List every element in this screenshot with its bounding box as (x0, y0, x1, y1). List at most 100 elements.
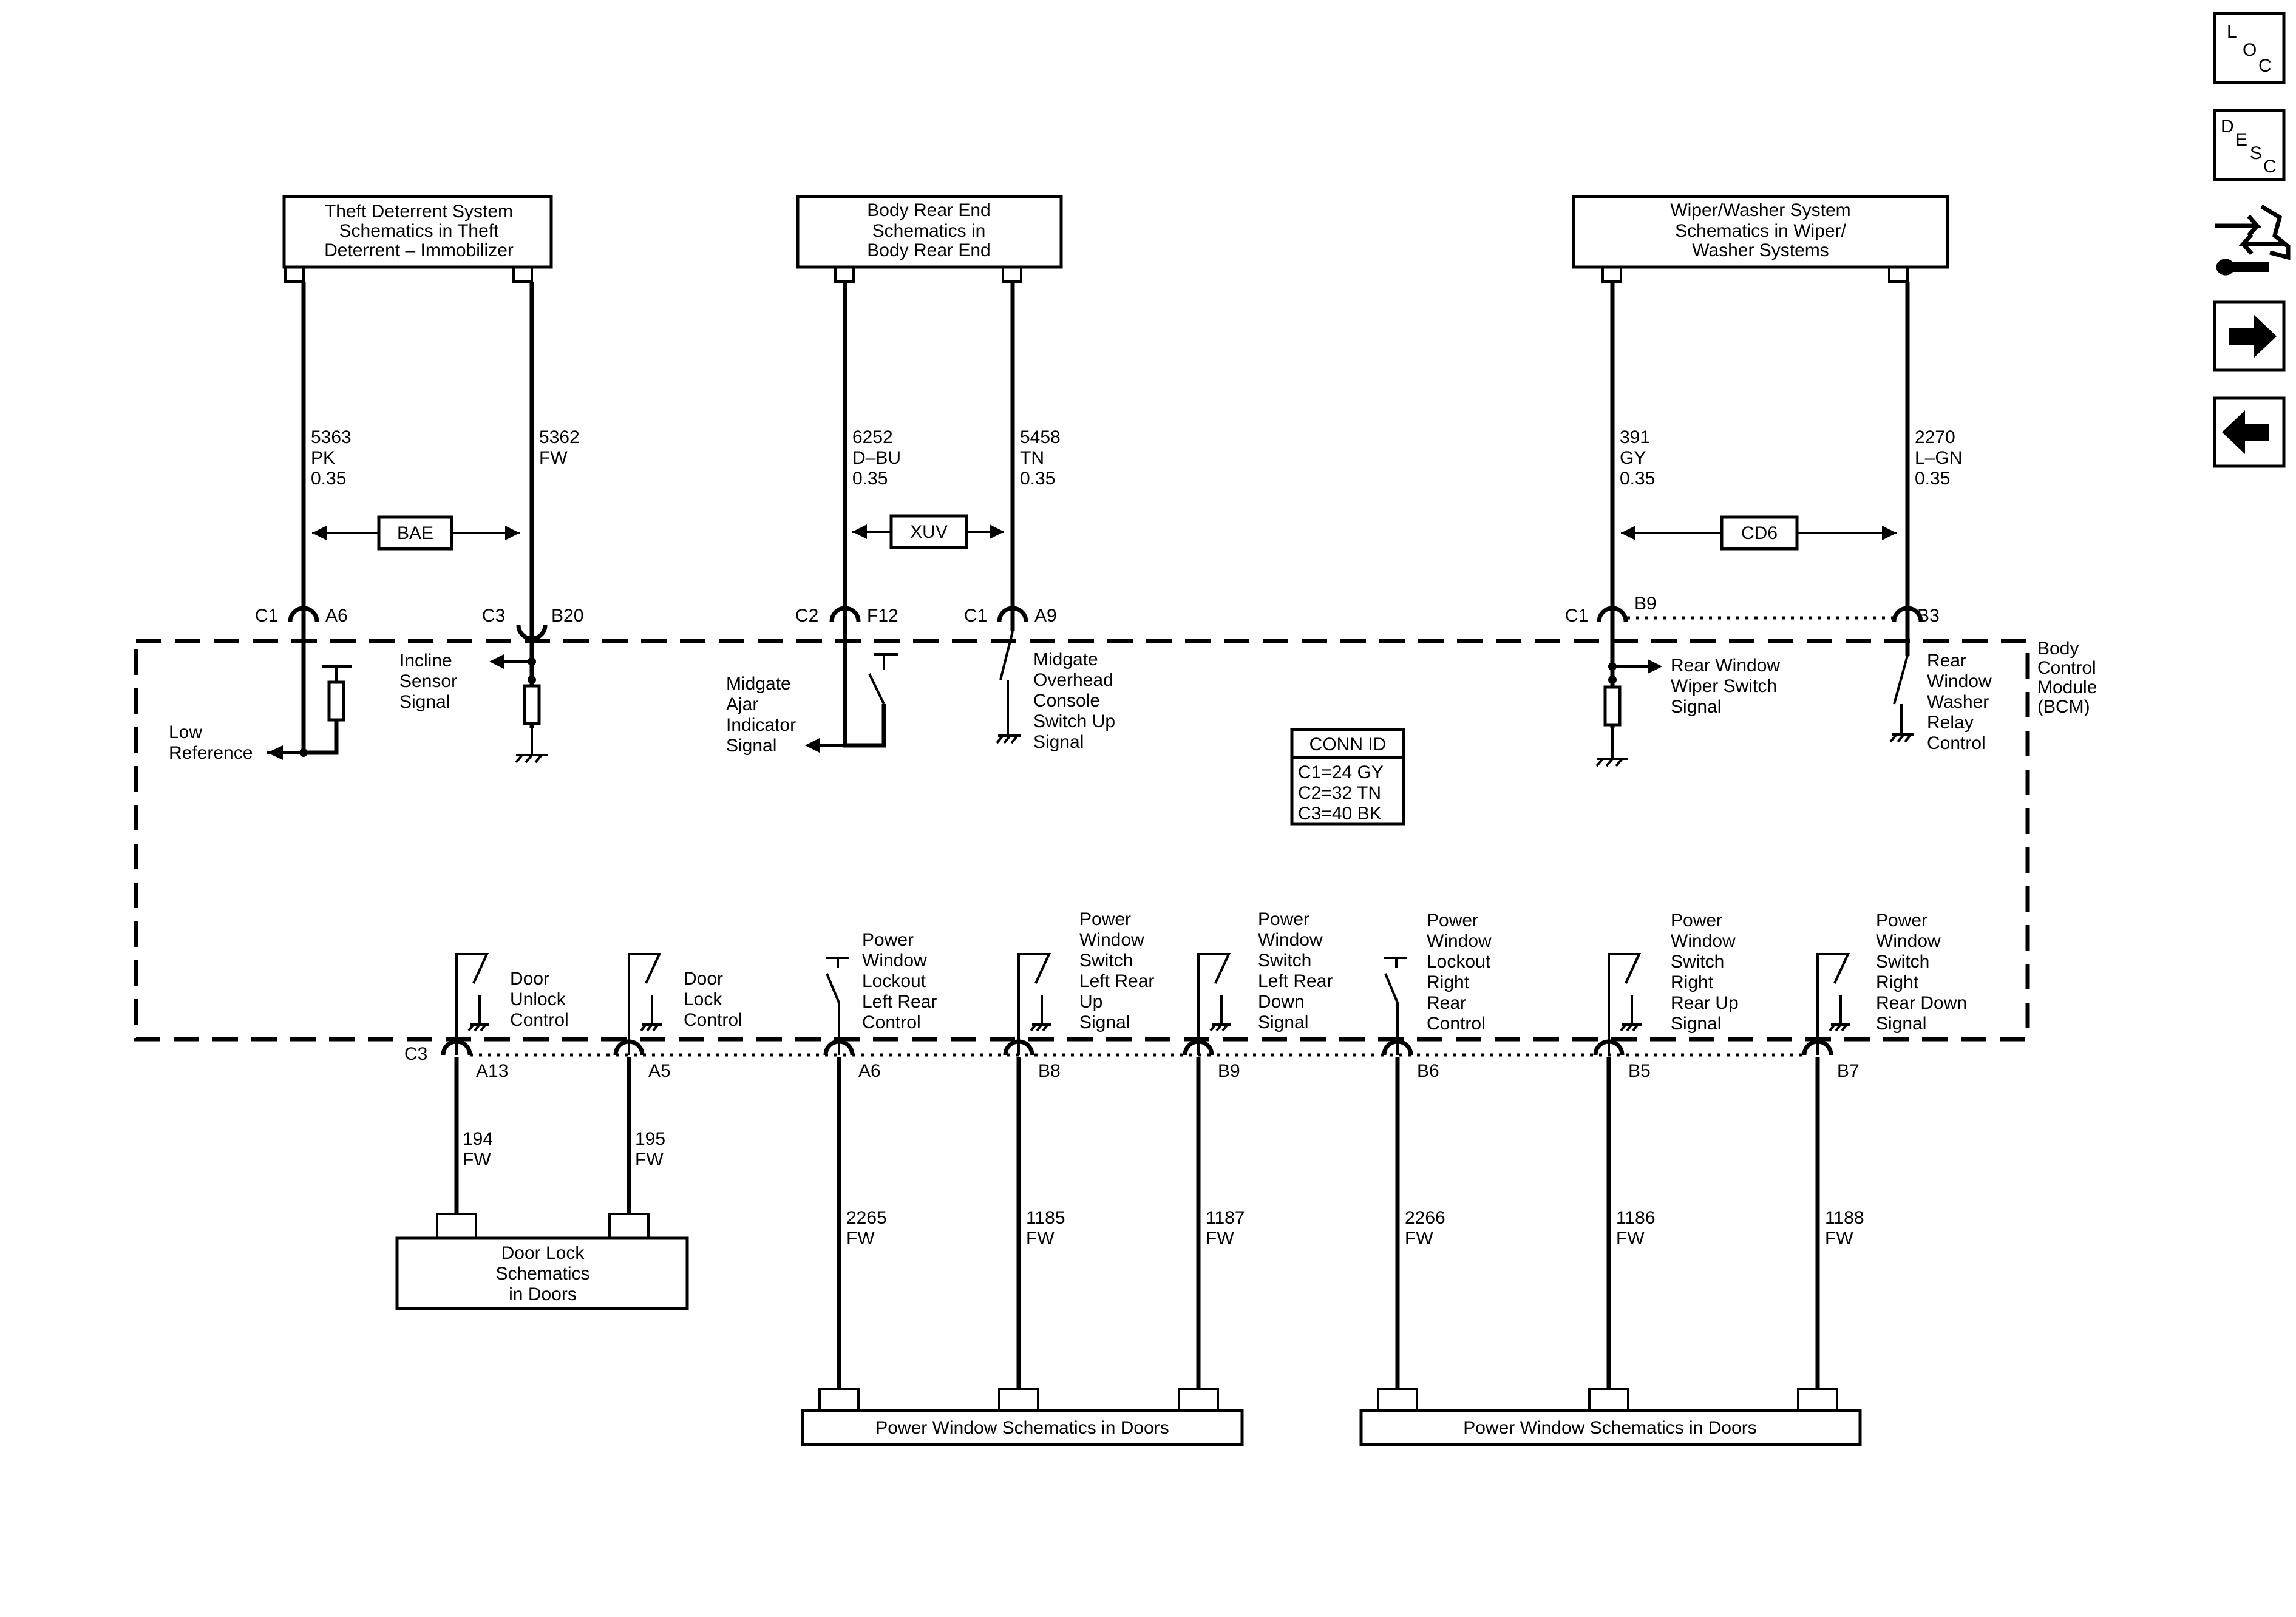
pin-id: B3 (1917, 606, 1940, 626)
ground-icon (1829, 1023, 1850, 1032)
wiper-washer-reference-box[interactable]: Wiper/Washer System Schematics in Wiper/… (1572, 195, 1949, 283)
option-code: BAE (397, 523, 433, 543)
midgate-console-label: Switch Up (1033, 711, 1115, 731)
pullup-bar (322, 665, 352, 682)
bottom-label-3: Power Window Switch Left Rear Up Signal (1079, 909, 1154, 1032)
pin-id: B9 (1634, 594, 1657, 614)
circuit-color: D–BU (852, 448, 901, 468)
connector-id: C1 (1565, 606, 1588, 626)
pin-id: B20 (551, 606, 583, 626)
pw-right-box-terminals (1377, 1388, 1838, 1411)
door-lock-box-line: Schematics (495, 1264, 589, 1284)
rear-wiper-label: Wiper Switch (1671, 676, 1777, 696)
conn-id-table: CONN ID C1=24 GY C2=32 TN C3=40 BK (1290, 728, 1405, 826)
pin-id: B8 (1038, 1061, 1061, 1081)
theft-box-line-3: Deterrent – Immobilizer (324, 240, 514, 260)
circuit-number: 5362 (539, 427, 580, 447)
connector-arc (1892, 606, 1923, 622)
door-lock-reference-box[interactable]: Door Lock Schematics in Doors (395, 1213, 689, 1310)
power-window-left-reference-box[interactable]: Power Window Schematics in Doors (801, 1388, 1244, 1446)
circuit-color: FW (463, 1150, 491, 1170)
pw-left-box-frame (801, 1409, 1244, 1446)
junction-dot (1608, 676, 1617, 684)
midgate-console-circuit: Midgate Overhead Console Switch Up Signa… (996, 631, 1115, 752)
connector-repair-icon[interactable] (2215, 204, 2291, 276)
body-rear-end-reference-box[interactable]: Body Rear End Schematics in Body Rear En… (796, 195, 1063, 283)
door-lock-box-frame (395, 1236, 689, 1310)
power-window-right-reference-box[interactable]: Power Window Schematics in Doors (1359, 1388, 1862, 1446)
desc-button[interactable]: D E S C (2213, 109, 2286, 181)
conn-id-frame (1290, 728, 1405, 826)
midgate-console-label: Signal (1033, 732, 1084, 752)
theft-box-line-1: Theft Deterrent System (325, 202, 513, 222)
bottom-label-0: Door Unlock Control (510, 969, 569, 1030)
option-code: CD6 (1741, 523, 1778, 543)
midgate-ajar-circuit: Midgate Ajar Indicator Signal (726, 653, 898, 756)
incline-label: Incline (399, 651, 452, 671)
pin-id: A9 (1034, 606, 1057, 626)
circuit-number: 194 (463, 1129, 493, 1149)
loc-letter-3: C (2258, 56, 2272, 76)
switch-label: Up (1079, 992, 1102, 1012)
body-rear-box-line-3: Body Rear End (867, 240, 990, 260)
switch-label: Right (1671, 972, 1714, 992)
next-page-button[interactable] (2213, 300, 2286, 372)
switch-label: Lockout (862, 971, 926, 991)
option-box (377, 515, 453, 551)
top-circuit-1-labels: 5362 FW (539, 427, 580, 468)
connector-id: C1 (964, 606, 987, 626)
circuit-number: 1185 (1026, 1208, 1065, 1228)
ground-icon (1620, 1023, 1642, 1032)
pin-id: A5 (648, 1061, 671, 1081)
pin-id: A13 (476, 1061, 508, 1081)
connector-arc (1003, 1039, 1034, 1056)
midgate-ajar-label: Signal (726, 736, 776, 756)
wire-6252 (843, 282, 886, 748)
switch-label: Window (1671, 931, 1736, 951)
switch-label: Control (684, 1010, 742, 1030)
circuit-color: FW (1206, 1229, 1234, 1249)
body-rear-box-line-1: Body Rear End (867, 200, 990, 220)
loc-button[interactable]: L O C (2213, 12, 2286, 84)
switch-label: Lockout (1427, 952, 1491, 972)
circuit-color: TN (1020, 448, 1044, 468)
circuit-number: 391 (1620, 427, 1650, 447)
door-lock-box-line: in Doors (509, 1284, 577, 1304)
conn-id-line: C1=24 GY (1298, 762, 1384, 782)
ground-icon (467, 1023, 489, 1032)
incline-label: Sensor (399, 671, 457, 691)
connector-arc (1802, 1039, 1833, 1056)
option-box (1720, 515, 1799, 551)
switch-label: Left Rear (1258, 971, 1333, 991)
top-circuit-4-labels: 391 GY 0.35 (1620, 427, 1655, 489)
bottom-label-1: Door Lock Control (684, 969, 742, 1030)
switch-icon (1608, 953, 1642, 1055)
circuit-number: 2270 (1915, 427, 1955, 447)
circuit-number: 1188 (1825, 1208, 1864, 1228)
switch-label: Left Rear (1079, 971, 1154, 991)
arrow-left-icon (805, 738, 820, 753)
ground-icon (1030, 1023, 1051, 1032)
washer-relay-label: Window (1927, 671, 1992, 691)
wrench-icon (2216, 259, 2269, 276)
theft-deterrent-reference-box[interactable]: Theft Deterrent System Schematics in The… (282, 195, 553, 283)
low-reference-circuit: Low Reference (169, 665, 352, 763)
connector-arc (288, 606, 319, 622)
top-connector-labels: C1 A6 C3 B20 C2 F12 C1 A9 C1 B9 B3 (255, 594, 1940, 626)
connector-id: C1 (255, 606, 278, 626)
circuit-color: FW (635, 1150, 664, 1170)
circuit-color: FW (846, 1229, 875, 1249)
pin-id: B7 (1837, 1061, 1860, 1081)
connector-arc (613, 1039, 645, 1056)
switch-icon (1197, 953, 1231, 1055)
circuit-number: 1186 (1616, 1208, 1656, 1228)
switch-label: Power (1258, 909, 1309, 929)
connector-arc (1597, 606, 1628, 622)
bottom-wires (454, 1057, 1820, 1389)
module-label-line: (BCM) (2037, 697, 2090, 717)
wiper-box-terminals (1601, 267, 1909, 283)
previous-page-button[interactable] (2213, 396, 2286, 468)
circuit-gauge: 0.35 (1620, 469, 1655, 489)
pw-left-box-terminals (818, 1388, 1219, 1411)
connector-arc (1593, 1039, 1625, 1056)
